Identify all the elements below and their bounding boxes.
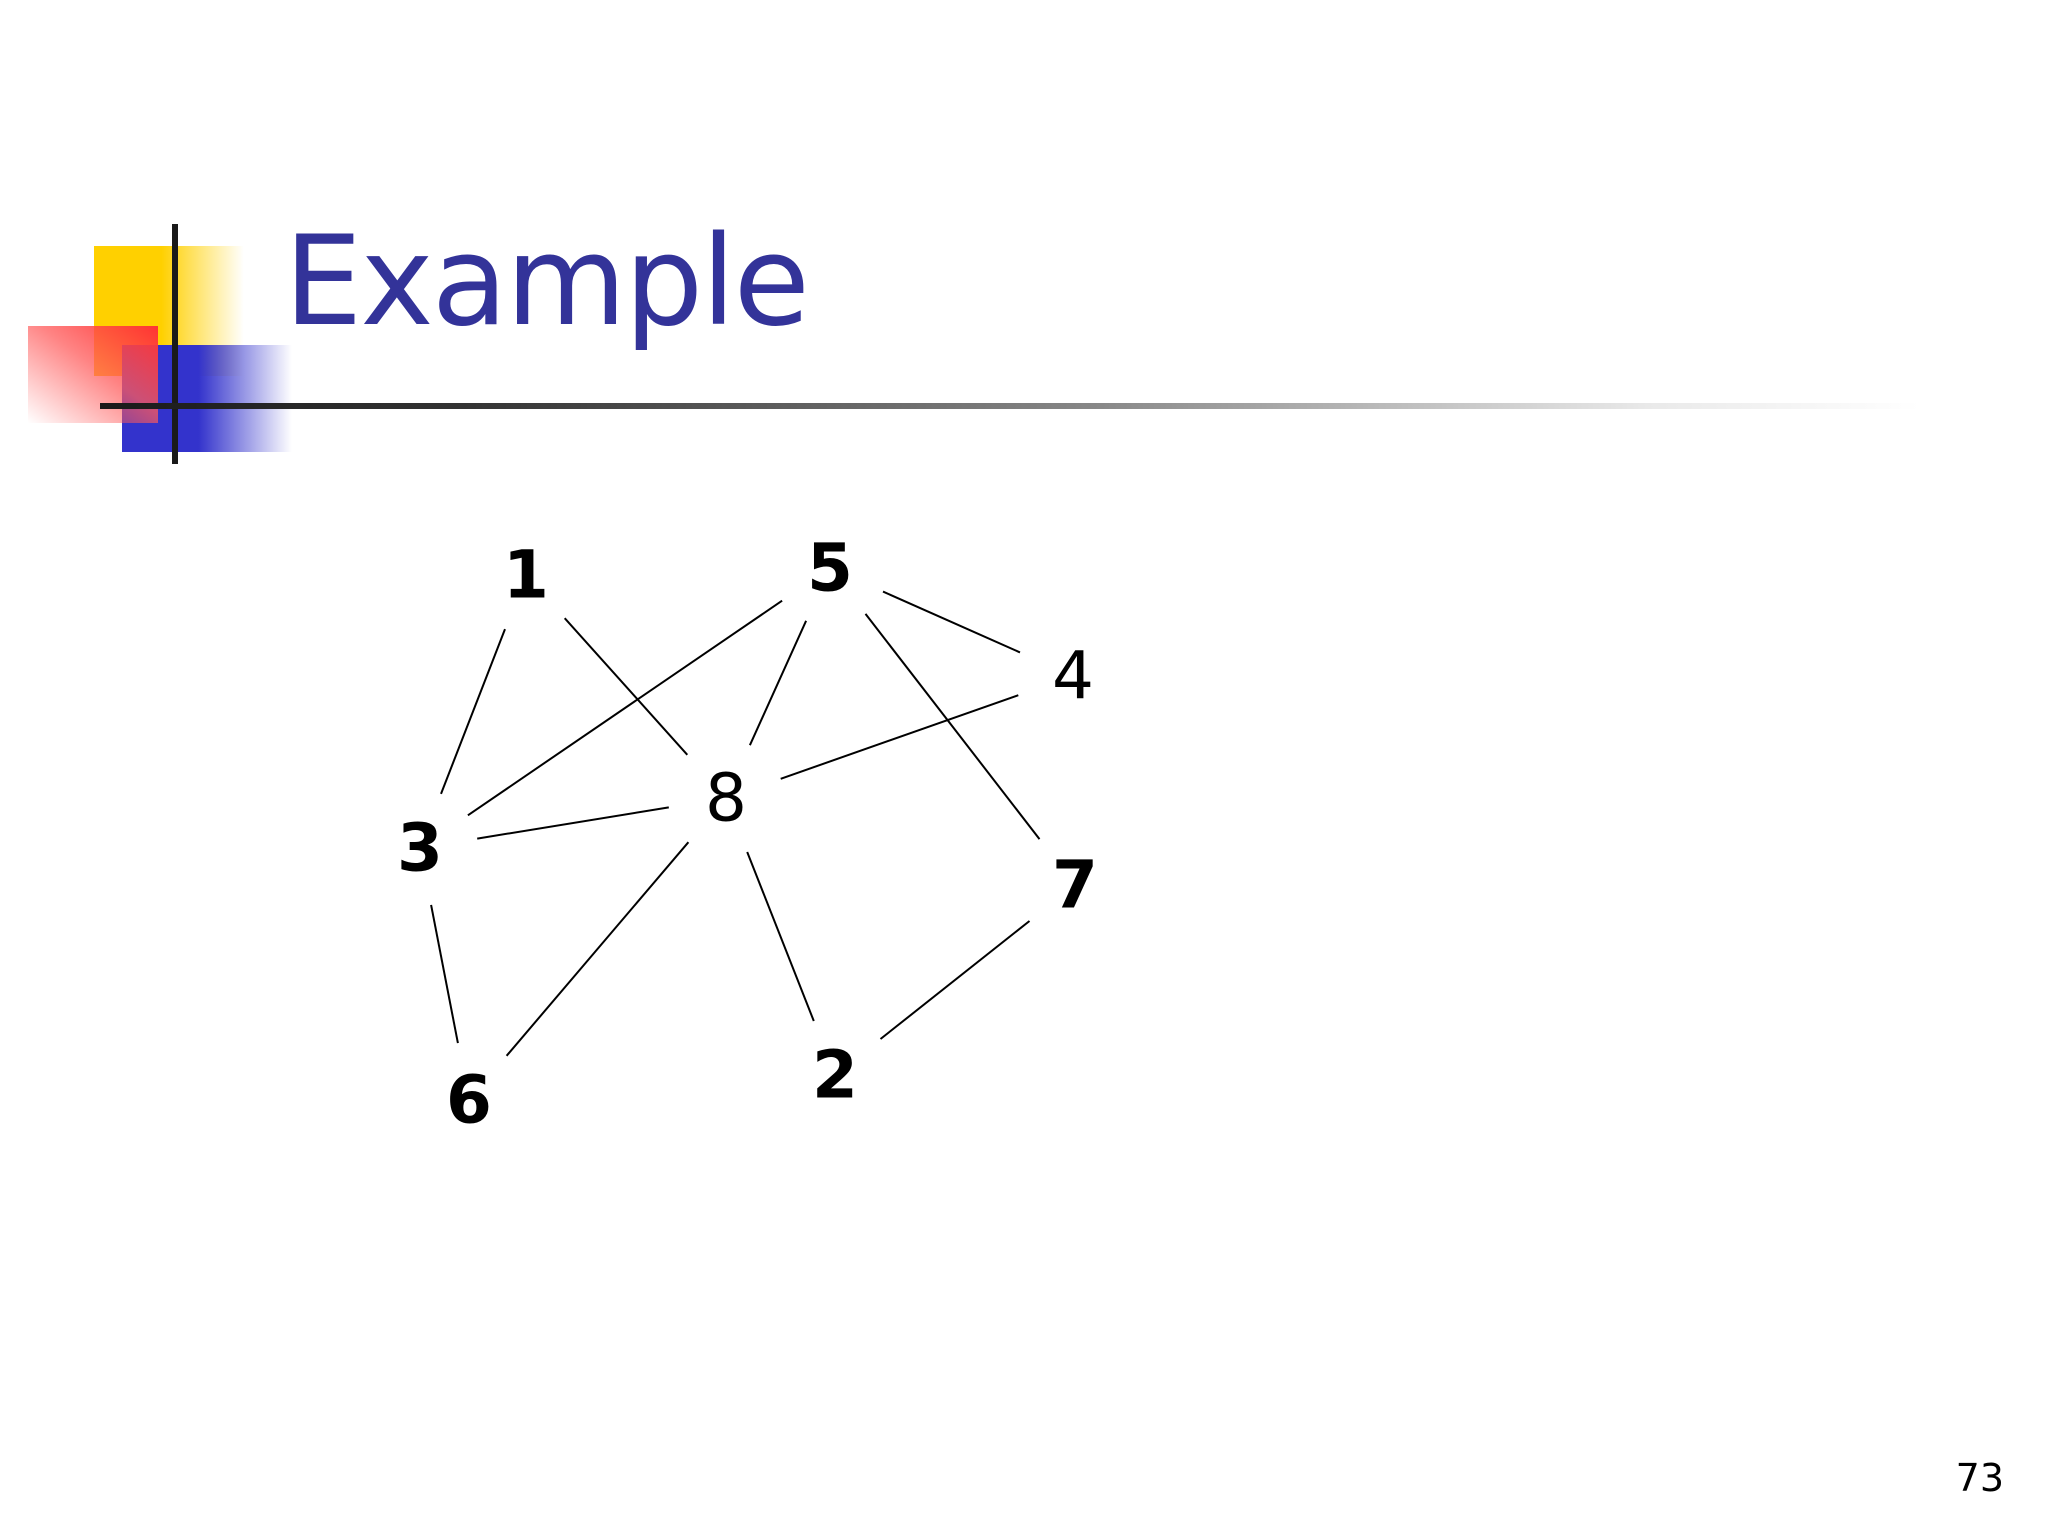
title-underline-rule — [100, 403, 1920, 409]
edge-5-8 — [748, 620, 808, 746]
graph-edges — [430, 590, 1041, 1057]
edge-1-8 — [563, 617, 689, 756]
node-6: 6 — [446, 1062, 492, 1139]
edge-5-4 — [882, 590, 1021, 654]
node-7: 7 — [1052, 847, 1098, 924]
page-title: Example — [284, 210, 810, 354]
edge-5-3 — [467, 599, 783, 817]
edge-3-8 — [477, 806, 669, 840]
node-8: 8 — [705, 760, 747, 837]
node-4: 4 — [1052, 638, 1094, 715]
edge-1-3 — [440, 628, 506, 795]
edge-7-2 — [879, 920, 1031, 1040]
node-3: 3 — [397, 810, 443, 887]
slide-number: 73 — [1955, 1456, 2004, 1500]
node-2: 2 — [812, 1037, 858, 1114]
edge-5-7 — [864, 613, 1041, 840]
node-5: 5 — [807, 530, 853, 607]
edge-4-8 — [780, 694, 1019, 780]
node-1: 1 — [503, 537, 549, 614]
edge-3-6 — [430, 904, 459, 1044]
graph-nodes: 1 5 4 8 3 7 6 2 — [397, 530, 1098, 1139]
edge-8-6 — [505, 841, 690, 1057]
vertical-bar-decoration — [172, 224, 178, 464]
edge-8-2 — [746, 851, 815, 1022]
